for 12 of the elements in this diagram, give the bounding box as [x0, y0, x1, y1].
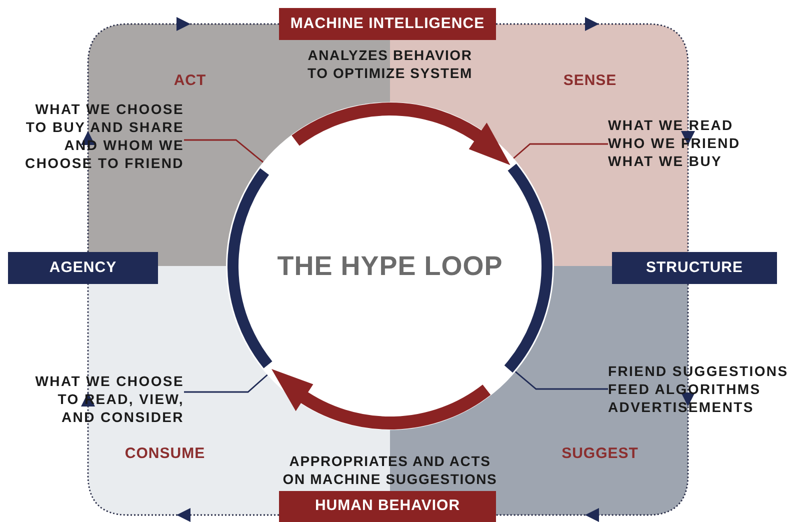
label-box: AGENCY — [8, 252, 158, 284]
caption-text: APPROPRIATES AND ACTS ON MACHINE SUGGESTIONS — [282, 452, 498, 488]
quadrant-heading: ACT — [174, 71, 206, 91]
description-text: WHAT WE READ WHO WE FRIEND WHAT WE BUY — [608, 116, 762, 174]
quadrant-heading: SENSE — [563, 71, 617, 91]
label-box: HUMAN BEHAVIOR — [279, 491, 496, 522]
label-box: MACHINE INTELLIGENCE — [279, 8, 496, 40]
caption-text: ANALYZES BEHAVIOR TO OPTIMIZE SYSTEM — [306, 46, 474, 82]
quadrant-heading: SUGGEST — [562, 444, 638, 464]
quadrant-heading: CONSUME — [124, 444, 206, 464]
label-box: STRUCTURE — [612, 252, 777, 284]
loop-title: THE HYPE LOOP — [277, 250, 503, 283]
